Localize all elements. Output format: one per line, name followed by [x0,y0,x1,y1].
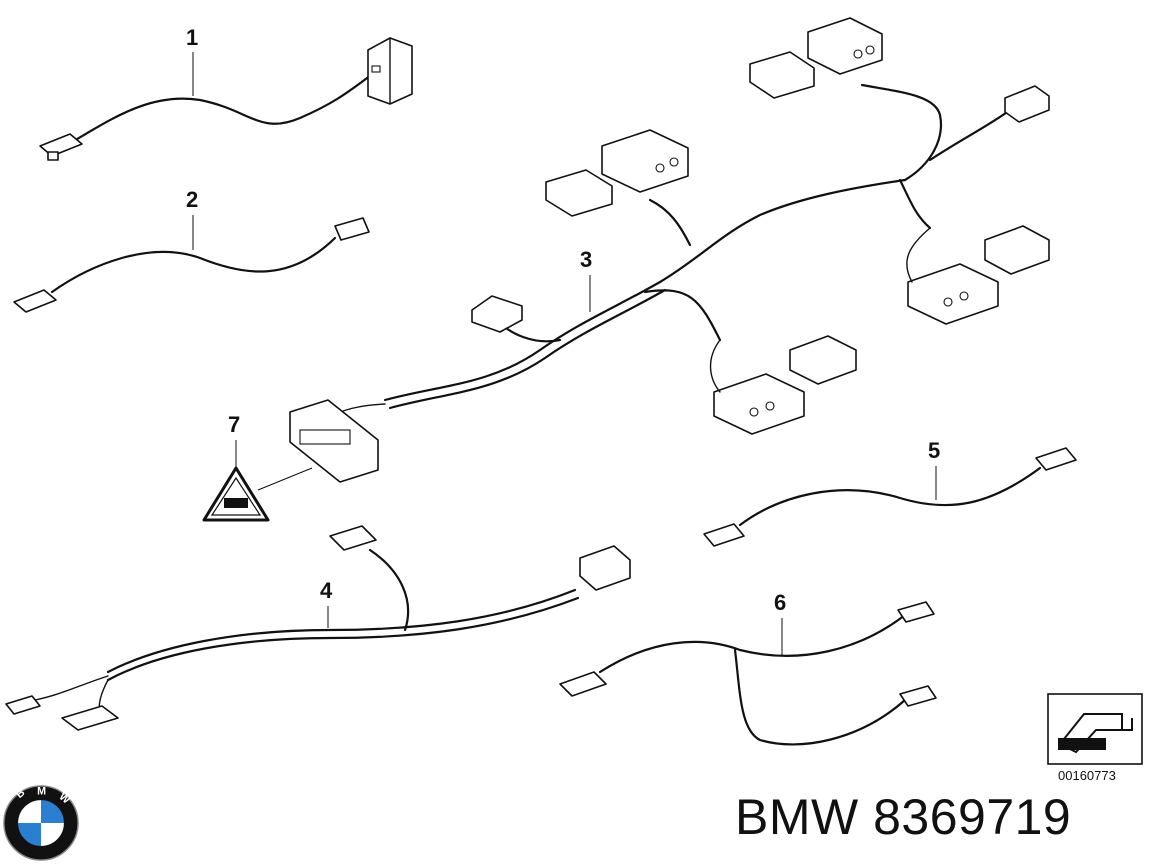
wire-3-branch-mid [648,198,692,247]
connector-4b [579,545,631,591]
connector-1a-tab [47,151,59,161]
wire-1 [70,70,377,144]
callout-6: 6 [774,590,786,615]
connector-3j-pins [299,429,351,445]
connector-3a [807,17,883,75]
harness-part-1: 1 [39,25,413,161]
harness-part-4: 4 [5,525,631,731]
connector-3d-pin [669,157,679,167]
harness-part-6: 6 [559,590,937,746]
connector-4a [329,525,377,551]
connector-3d-pin [655,163,665,173]
wire-6-upper [598,613,907,674]
connector-4c [5,695,41,715]
connector-6a [559,671,607,697]
connector-5a [703,523,745,547]
harness-part-3: 3 [289,17,1050,483]
harness-part-2: 2 [13,187,370,313]
wire-5 [738,466,1042,527]
callout-3: 3 [580,247,592,272]
connector-3f [984,225,1050,275]
connector-3d [601,129,689,193]
callout-7: 7 [228,412,240,437]
connector-3b [749,51,815,99]
connector-3g-pin [943,297,953,307]
connector-3i-pin [765,401,775,411]
connector-3i-pin [749,407,759,417]
wire-4-trunk-b [106,596,580,682]
connector-1a [39,133,83,157]
wire-3-trunk-b [388,288,667,410]
connector-3i [713,373,805,435]
connector-3a-pin [853,49,863,59]
part-title: BMW 8369719 [735,789,1072,845]
drawing-number: 00160773 [1058,768,1116,783]
wire-3-branch-top [860,83,943,182]
wire-3-branch-top-right [928,108,1012,162]
callout-4: 4 [320,578,333,603]
connector-3h [789,335,857,385]
warning-label-part-7: 7 [202,412,313,522]
harness-part-5: 5 [703,438,1077,547]
callout-1: 1 [186,25,198,50]
connector-1b-pin [371,65,381,73]
connector-3g [907,263,999,325]
wire-3-branch-low [643,289,722,342]
wire-2 [50,236,337,294]
clip-3 [471,295,523,333]
wire-4-branch-left [34,675,109,701]
connector-2b [334,217,370,241]
connector-6b [897,601,935,623]
connector-4d [61,705,119,731]
callout-2: 2 [186,187,198,212]
drawing-stamp [1047,693,1143,765]
connector-5b [1035,447,1077,471]
bmw-logo-icon: B M W [3,785,79,861]
connector-2a [13,289,57,313]
connector-3a-pin [865,45,875,55]
wire-6-lower [733,648,907,746]
connector-3e [545,169,613,217]
connector-6c [899,685,937,707]
leader-7-to-connector [257,467,313,491]
wire-4-trunk [106,588,577,674]
connector-3c [1004,85,1050,123]
connector-3g-pin [959,291,969,301]
wire-4-branch-up [368,548,410,632]
warning-symbol-icon [224,498,248,508]
stamp-block [1058,738,1106,750]
wire-3g-leads [906,227,931,283]
stamp-arrow-tail [1098,718,1133,731]
svg-text:M: M [37,786,46,798]
wire-3-trunk [383,178,907,402]
warning-triangle-inner [210,476,262,516]
warning-triangle-icon [202,466,270,522]
callout-5: 5 [928,438,940,463]
wire-3i-leads [709,339,721,393]
wire-3-branch-right [898,178,932,230]
